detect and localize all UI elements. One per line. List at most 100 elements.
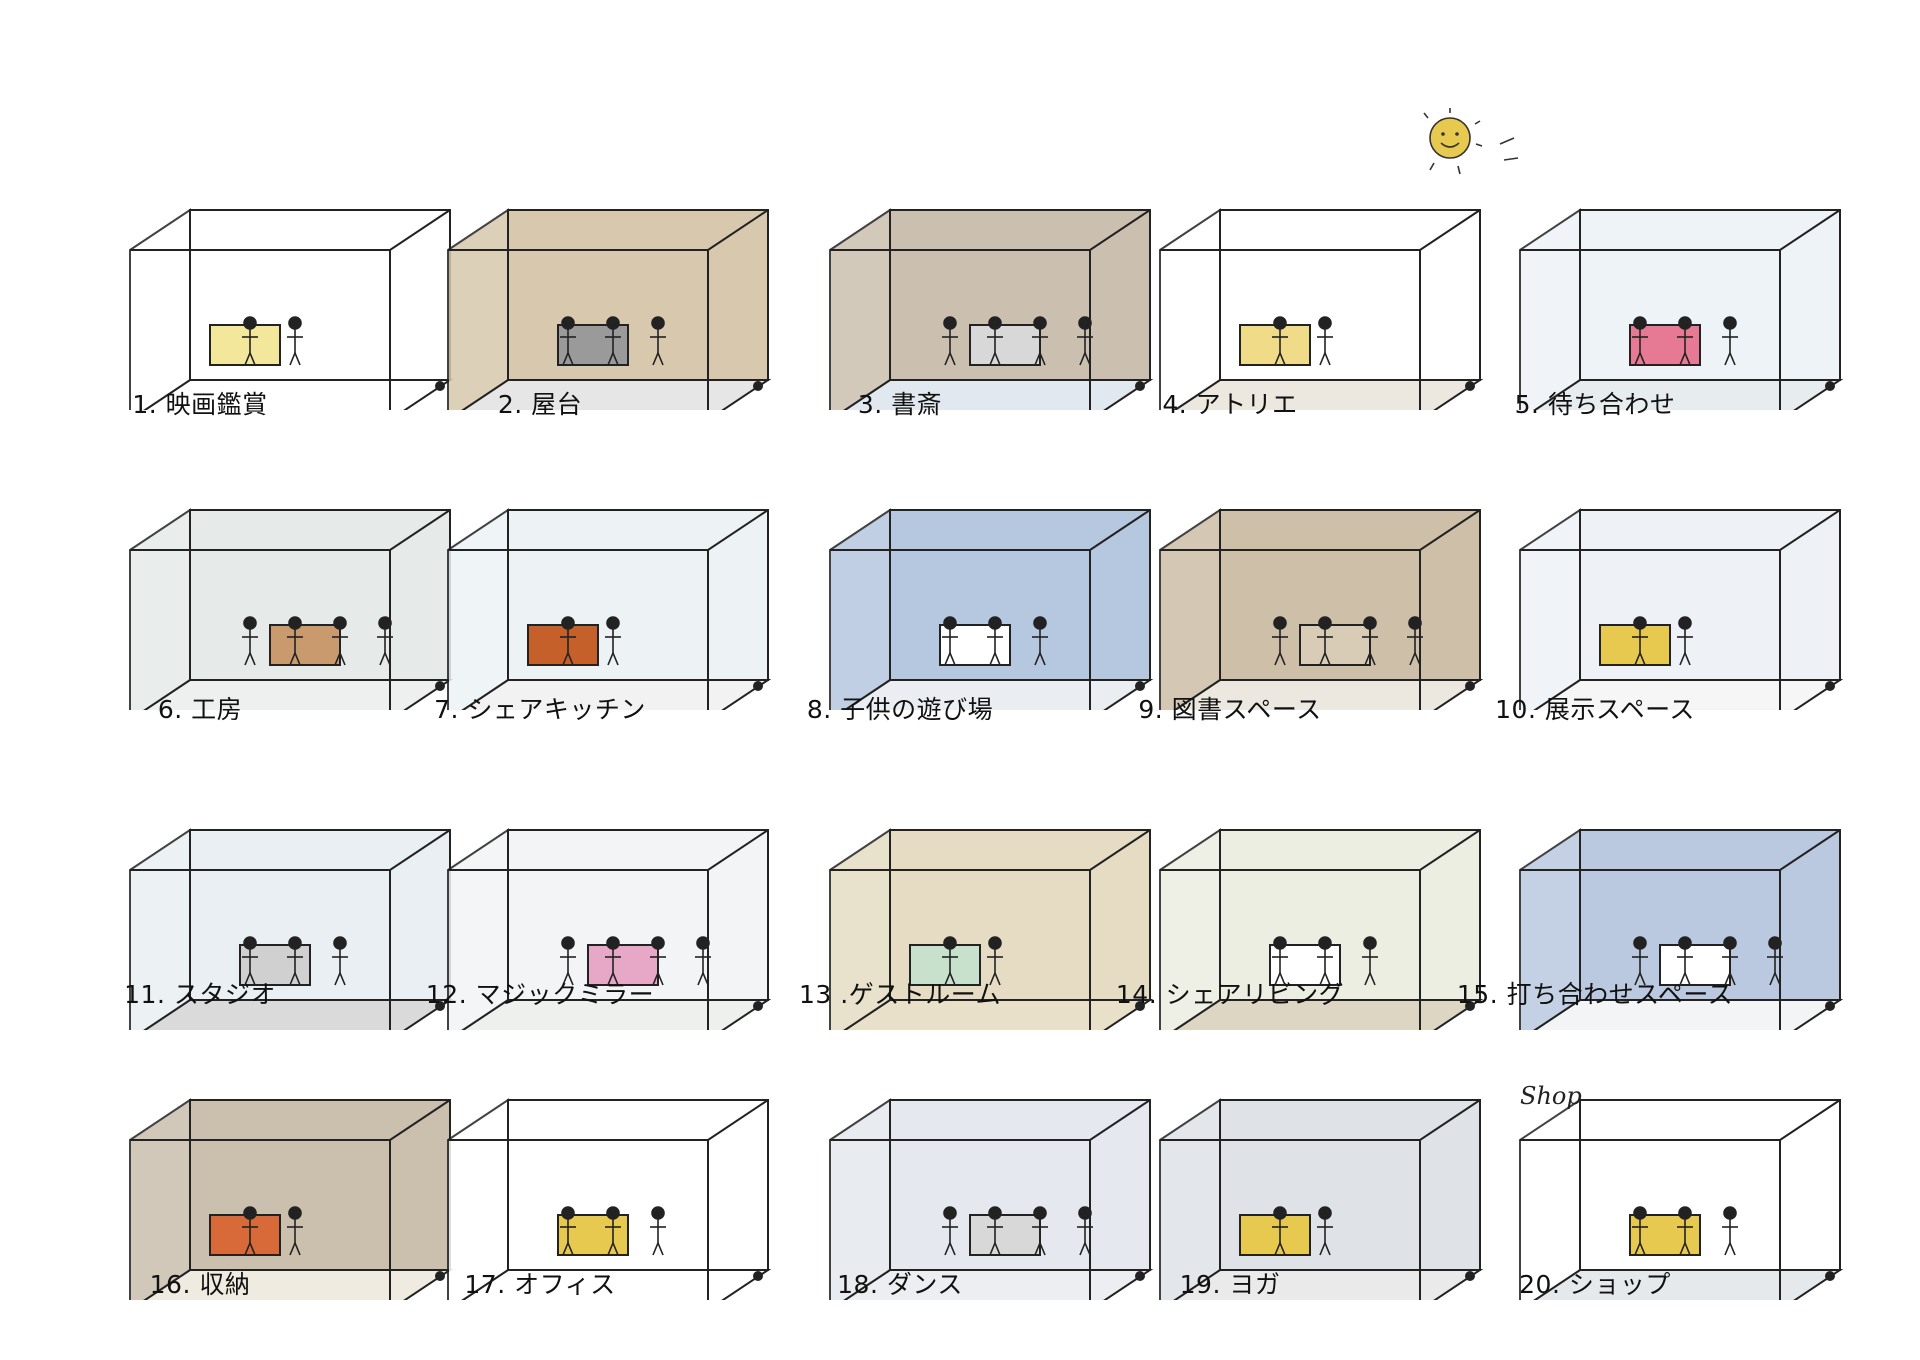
person-figure xyxy=(1032,616,1048,666)
caster-wheel-icon xyxy=(1825,381,1835,391)
person-figure xyxy=(1722,1206,1738,1256)
room-module-3 xyxy=(810,170,1194,470)
room-side-wall xyxy=(829,828,891,1030)
person-figure xyxy=(1032,1206,1048,1256)
room-caption: 1. 映画鑑賞 xyxy=(132,390,268,419)
caster-wheel-icon xyxy=(1825,1001,1835,1011)
room-caption: 5. 待ち合わせ xyxy=(1514,390,1676,419)
person-figure xyxy=(987,616,1003,666)
room-module-19 xyxy=(1140,1060,1524,1360)
room-module-14 xyxy=(1140,790,1524,1090)
person-figure xyxy=(560,936,576,986)
room-caption: 10. 展示スペース xyxy=(1495,695,1695,724)
room-module-8 xyxy=(810,470,1194,770)
person-figure xyxy=(1077,316,1093,366)
person-figure xyxy=(942,616,958,666)
person-figure xyxy=(1272,316,1288,366)
person-figure xyxy=(242,936,258,986)
room-side-wall xyxy=(447,208,509,410)
person-figure xyxy=(987,1206,1003,1256)
room-side-wall xyxy=(447,508,509,710)
room-side-wall xyxy=(829,208,891,410)
caster-wheel-icon xyxy=(435,1001,445,1011)
person-figure xyxy=(287,1206,303,1256)
room-illustration xyxy=(1159,208,1484,410)
room-module-13 xyxy=(810,790,1194,1090)
person-figure xyxy=(1632,616,1648,666)
room-caption: 4. アトリエ xyxy=(1162,390,1298,419)
person-figure xyxy=(1767,936,1783,986)
caster-wheel-icon xyxy=(1135,681,1145,691)
person-figure xyxy=(242,616,258,666)
person-figure xyxy=(287,316,303,366)
person-figure xyxy=(1032,316,1048,366)
room-side-wall xyxy=(1519,1098,1581,1300)
room-side-wall xyxy=(1159,1098,1221,1300)
furniture xyxy=(1239,324,1311,366)
room-caption: 14. シェアリビング xyxy=(1115,980,1345,1009)
person-figure xyxy=(605,316,621,366)
room-illustration xyxy=(829,208,1154,410)
caster-wheel-icon xyxy=(753,381,763,391)
room-side-wall xyxy=(1159,828,1221,1030)
person-figure xyxy=(1272,936,1288,986)
room-module-9 xyxy=(1140,470,1524,770)
person-figure xyxy=(695,936,711,986)
room-illustration xyxy=(1519,208,1844,410)
room-illustration xyxy=(829,508,1154,710)
room-module-16 xyxy=(110,1060,494,1360)
shop-sign-text: Shop xyxy=(1520,1082,1582,1110)
caster-wheel-icon xyxy=(1465,381,1475,391)
caster-wheel-icon xyxy=(435,681,445,691)
caster-wheel-icon xyxy=(1825,681,1835,691)
room-caption: 3. 書斎 xyxy=(857,390,943,419)
room-module-11 xyxy=(110,790,494,1090)
caster-wheel-icon xyxy=(753,1271,763,1281)
room-caption: 16. 収納 xyxy=(149,1270,251,1299)
furniture xyxy=(1239,1214,1311,1256)
person-figure xyxy=(1722,936,1738,986)
person-figure xyxy=(242,1206,258,1256)
room-illustration xyxy=(1519,1098,1844,1300)
person-figure xyxy=(1677,316,1693,366)
room-module-20 xyxy=(1500,1060,1884,1360)
room-caption: 11. スタジオ xyxy=(124,980,276,1009)
furniture xyxy=(1599,624,1671,666)
room-side-wall xyxy=(129,508,191,710)
caster-wheel-icon xyxy=(753,1001,763,1011)
person-figure xyxy=(287,936,303,986)
person-figure xyxy=(942,936,958,986)
room-side-wall xyxy=(1159,208,1221,410)
person-figure xyxy=(650,316,666,366)
room-side-wall xyxy=(447,1098,509,1300)
room-caption: 17. オフィス xyxy=(464,1270,616,1299)
room-illustration xyxy=(129,208,454,410)
furniture xyxy=(209,1214,281,1256)
room-illustration xyxy=(1159,1098,1484,1300)
person-figure xyxy=(1317,936,1333,986)
person-figure xyxy=(1677,1206,1693,1256)
person-figure xyxy=(560,316,576,366)
person-figure xyxy=(1317,616,1333,666)
room-caption: 19. ヨガ xyxy=(1179,1270,1281,1299)
room-side-wall xyxy=(1519,208,1581,410)
person-figure xyxy=(1632,316,1648,366)
room-caption: 13 .ゲストルーム xyxy=(799,980,1001,1009)
room-caption: 6. 工房 xyxy=(157,695,243,724)
furniture xyxy=(209,324,281,366)
room-module-15 xyxy=(1500,790,1884,1090)
person-figure xyxy=(942,316,958,366)
caster-wheel-icon xyxy=(1825,1271,1835,1281)
room-side-wall xyxy=(447,828,509,1030)
caster-wheel-icon xyxy=(1465,1001,1475,1011)
room-module-7 xyxy=(428,470,812,770)
person-figure xyxy=(1632,936,1648,986)
caster-wheel-icon xyxy=(435,1271,445,1281)
room-side-wall xyxy=(829,1098,891,1300)
person-figure xyxy=(242,316,258,366)
person-figure xyxy=(987,936,1003,986)
room-caption: 7. シェアキッチン xyxy=(434,695,646,724)
room-side-wall xyxy=(129,828,191,1030)
room-illustration xyxy=(129,828,454,1030)
